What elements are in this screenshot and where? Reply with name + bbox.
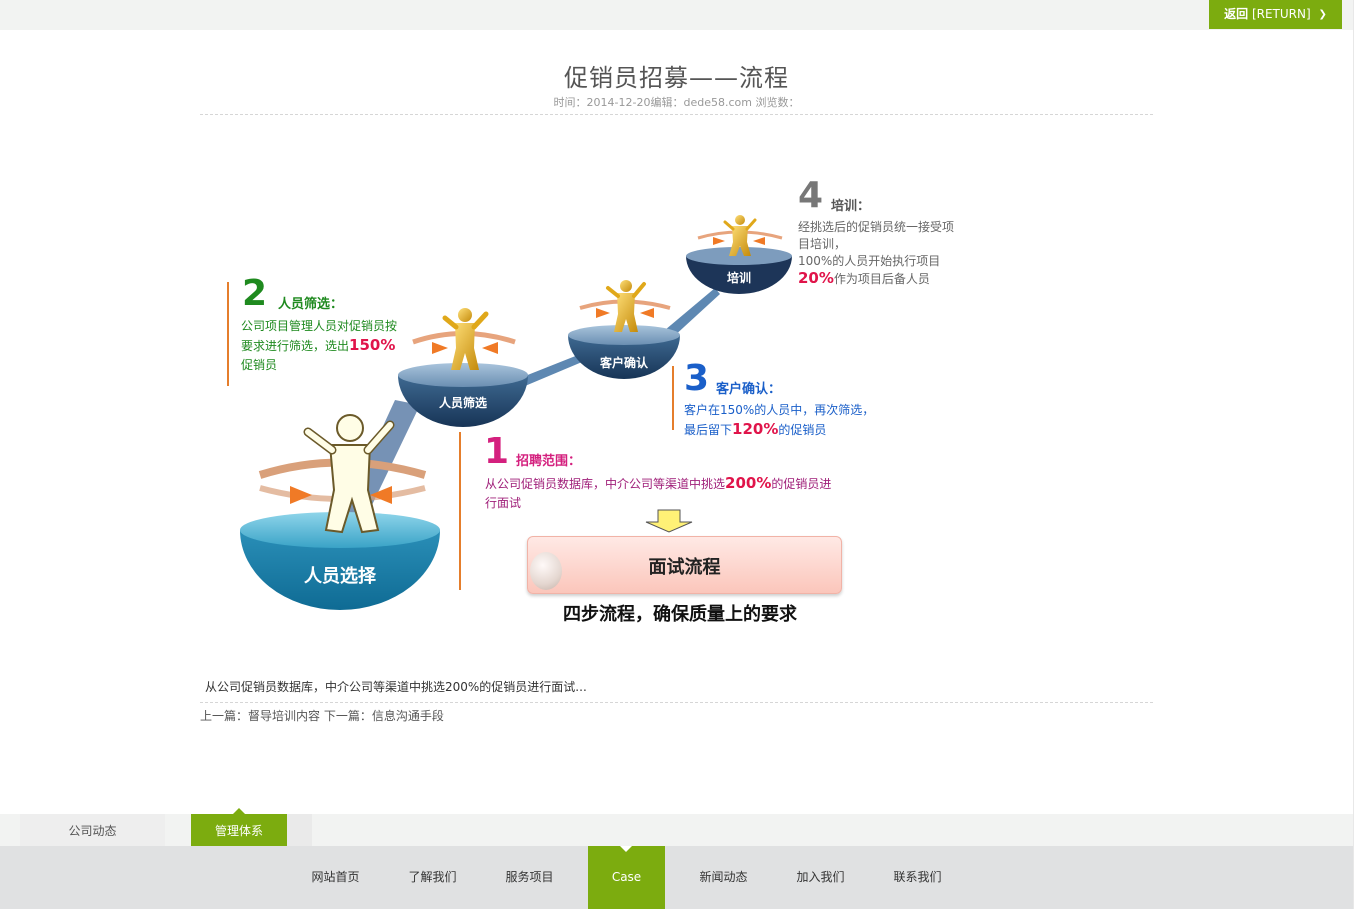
top-bar bbox=[0, 0, 1353, 30]
figure-caption: 四步流程，确保质量上的要求 bbox=[563, 604, 797, 625]
process-graphic bbox=[240, 215, 792, 610]
step3-text: 客户在150%的人员中，再次筛选， 最后留下120%的促销员 bbox=[684, 401, 874, 440]
nav-contact[interactable]: 联系我们 bbox=[893, 870, 942, 884]
tab-company-news[interactable]: 公司动态 bbox=[20, 814, 165, 846]
step3-pct: 120% bbox=[732, 420, 779, 438]
step4-text-post: 作为项目后备人员 bbox=[833, 272, 930, 286]
step2-text-pre: 要求进行筛选，选出 bbox=[241, 339, 350, 353]
interview-label: 面试流程 bbox=[648, 557, 721, 578]
step4-line3: 100%的人员开始执行项目 bbox=[798, 254, 941, 268]
step3-text-pre: 最后留下 bbox=[684, 423, 733, 437]
step2-pct: 150% bbox=[349, 336, 396, 354]
step4-text: 经挑选后的促销员统一接受项 目培训， 100%的人员开始执行项目 20%作为项目… bbox=[798, 219, 954, 288]
step2-line1: 公司项目管理人员对促销员按 bbox=[241, 319, 398, 333]
step1-line1: 从公司促销员数据库，中介公司等渠道中挑选200%的促销员进 bbox=[485, 474, 831, 494]
bowl-label-screening: 人员筛选 bbox=[438, 396, 487, 410]
tab-management[interactable]: 管理体系 bbox=[191, 808, 287, 846]
step1-pct: 200% bbox=[725, 474, 772, 492]
divider bbox=[200, 702, 1153, 703]
next-article-link[interactable]: 下一篇：信息沟通手段 bbox=[323, 709, 444, 723]
nav-case[interactable]: Case bbox=[588, 846, 665, 909]
step1-text: 从公司促销员数据库，中介公司等渠道中挑选200%的促销员进 行面试 bbox=[485, 474, 831, 513]
category-tabs: 公司动态 管理体系 bbox=[0, 808, 1353, 846]
water-drop-icon bbox=[530, 552, 562, 590]
return-button[interactable]: 返回 [RETURN] ❯ bbox=[1209, 0, 1342, 29]
footer-nav: 网站首页 了解我们 服务项目 Case 新闻动态 加入我们 联系我们 bbox=[0, 846, 1353, 909]
step1-title: 招聘范围： bbox=[516, 454, 582, 469]
page-title: 促销员招募——流程 bbox=[564, 64, 789, 92]
scrollbar[interactable] bbox=[1353, 0, 1369, 909]
process-illustration: 人员选择 人员筛选 客户确认 培训 2 人员筛选： 公司项目管理人员对促销员按 … bbox=[220, 170, 990, 640]
article-meta: 时间：2014-12-20编辑：dede58.com 浏览数： bbox=[553, 96, 800, 109]
step3-line1: 客户在150%的人员中，再次筛选， bbox=[684, 403, 875, 417]
step3-text-post: 的促销员 bbox=[778, 423, 827, 437]
step1-bar bbox=[459, 432, 461, 590]
step2-text: 公司项目管理人员对促销员按 要求进行筛选，选出150% 促销员 bbox=[241, 317, 397, 375]
step4-line4: 20%作为项目后备人员 bbox=[798, 270, 954, 288]
step1-text-post: 的促销员进 bbox=[771, 477, 832, 491]
step3-bar bbox=[672, 366, 674, 430]
prev-next-links: 上一篇：督导培训内容 下一篇：信息沟通手段 bbox=[200, 707, 444, 724]
step2-line3: 促销员 bbox=[241, 358, 278, 372]
return-suffix: [RETURN] bbox=[1251, 7, 1311, 21]
step4-line2: 目培训， bbox=[798, 237, 847, 251]
step2-title: 人员筛选： bbox=[278, 297, 344, 312]
bowl-label-selection: 人员选择 bbox=[304, 566, 376, 587]
step2-bar bbox=[227, 282, 229, 386]
step4-title: 培训： bbox=[831, 199, 871, 214]
step3-line2: 最后留下120%的促销员 bbox=[684, 420, 874, 440]
step2-line2: 要求进行筛选，选出150% bbox=[241, 336, 397, 356]
nav-about[interactable]: 了解我们 bbox=[408, 870, 457, 884]
nav-home[interactable]: 网站首页 bbox=[311, 870, 360, 884]
tab-spacer bbox=[287, 814, 312, 846]
nav-services[interactable]: 服务项目 bbox=[505, 870, 554, 884]
interview-process-banner: 面试流程 bbox=[527, 536, 842, 594]
step1-text-pre: 从公司促销员数据库，中介公司等渠道中挑选 bbox=[485, 477, 726, 491]
step4-line1: 经挑选后的促销员统一接受项 bbox=[798, 220, 955, 234]
step1-number: 1 bbox=[484, 431, 510, 472]
article-summary: 从公司促销员数据库，中介公司等渠道中挑选200%的促销员进行面试... bbox=[205, 680, 587, 694]
chevron-down-icon: ❯ bbox=[1318, 9, 1327, 20]
bowl-label-confirm: 客户确认 bbox=[599, 356, 648, 370]
step3-number: 3 bbox=[684, 358, 710, 399]
nav-join[interactable]: 加入我们 bbox=[796, 870, 845, 884]
step4-pct: 20% bbox=[798, 269, 834, 287]
step3-title: 客户确认： bbox=[716, 382, 782, 397]
prev-article-link[interactable]: 上一篇：督导培训内容 bbox=[200, 709, 321, 723]
divider bbox=[200, 114, 1153, 115]
nav-news[interactable]: 新闻动态 bbox=[699, 870, 748, 884]
step1-line2: 行面试 bbox=[485, 496, 522, 510]
bowl-label-training: 培训 bbox=[726, 271, 751, 285]
step2-number: 2 bbox=[242, 273, 268, 314]
return-label: 返回 bbox=[1224, 7, 1249, 21]
step4-number: 4 bbox=[798, 175, 824, 216]
